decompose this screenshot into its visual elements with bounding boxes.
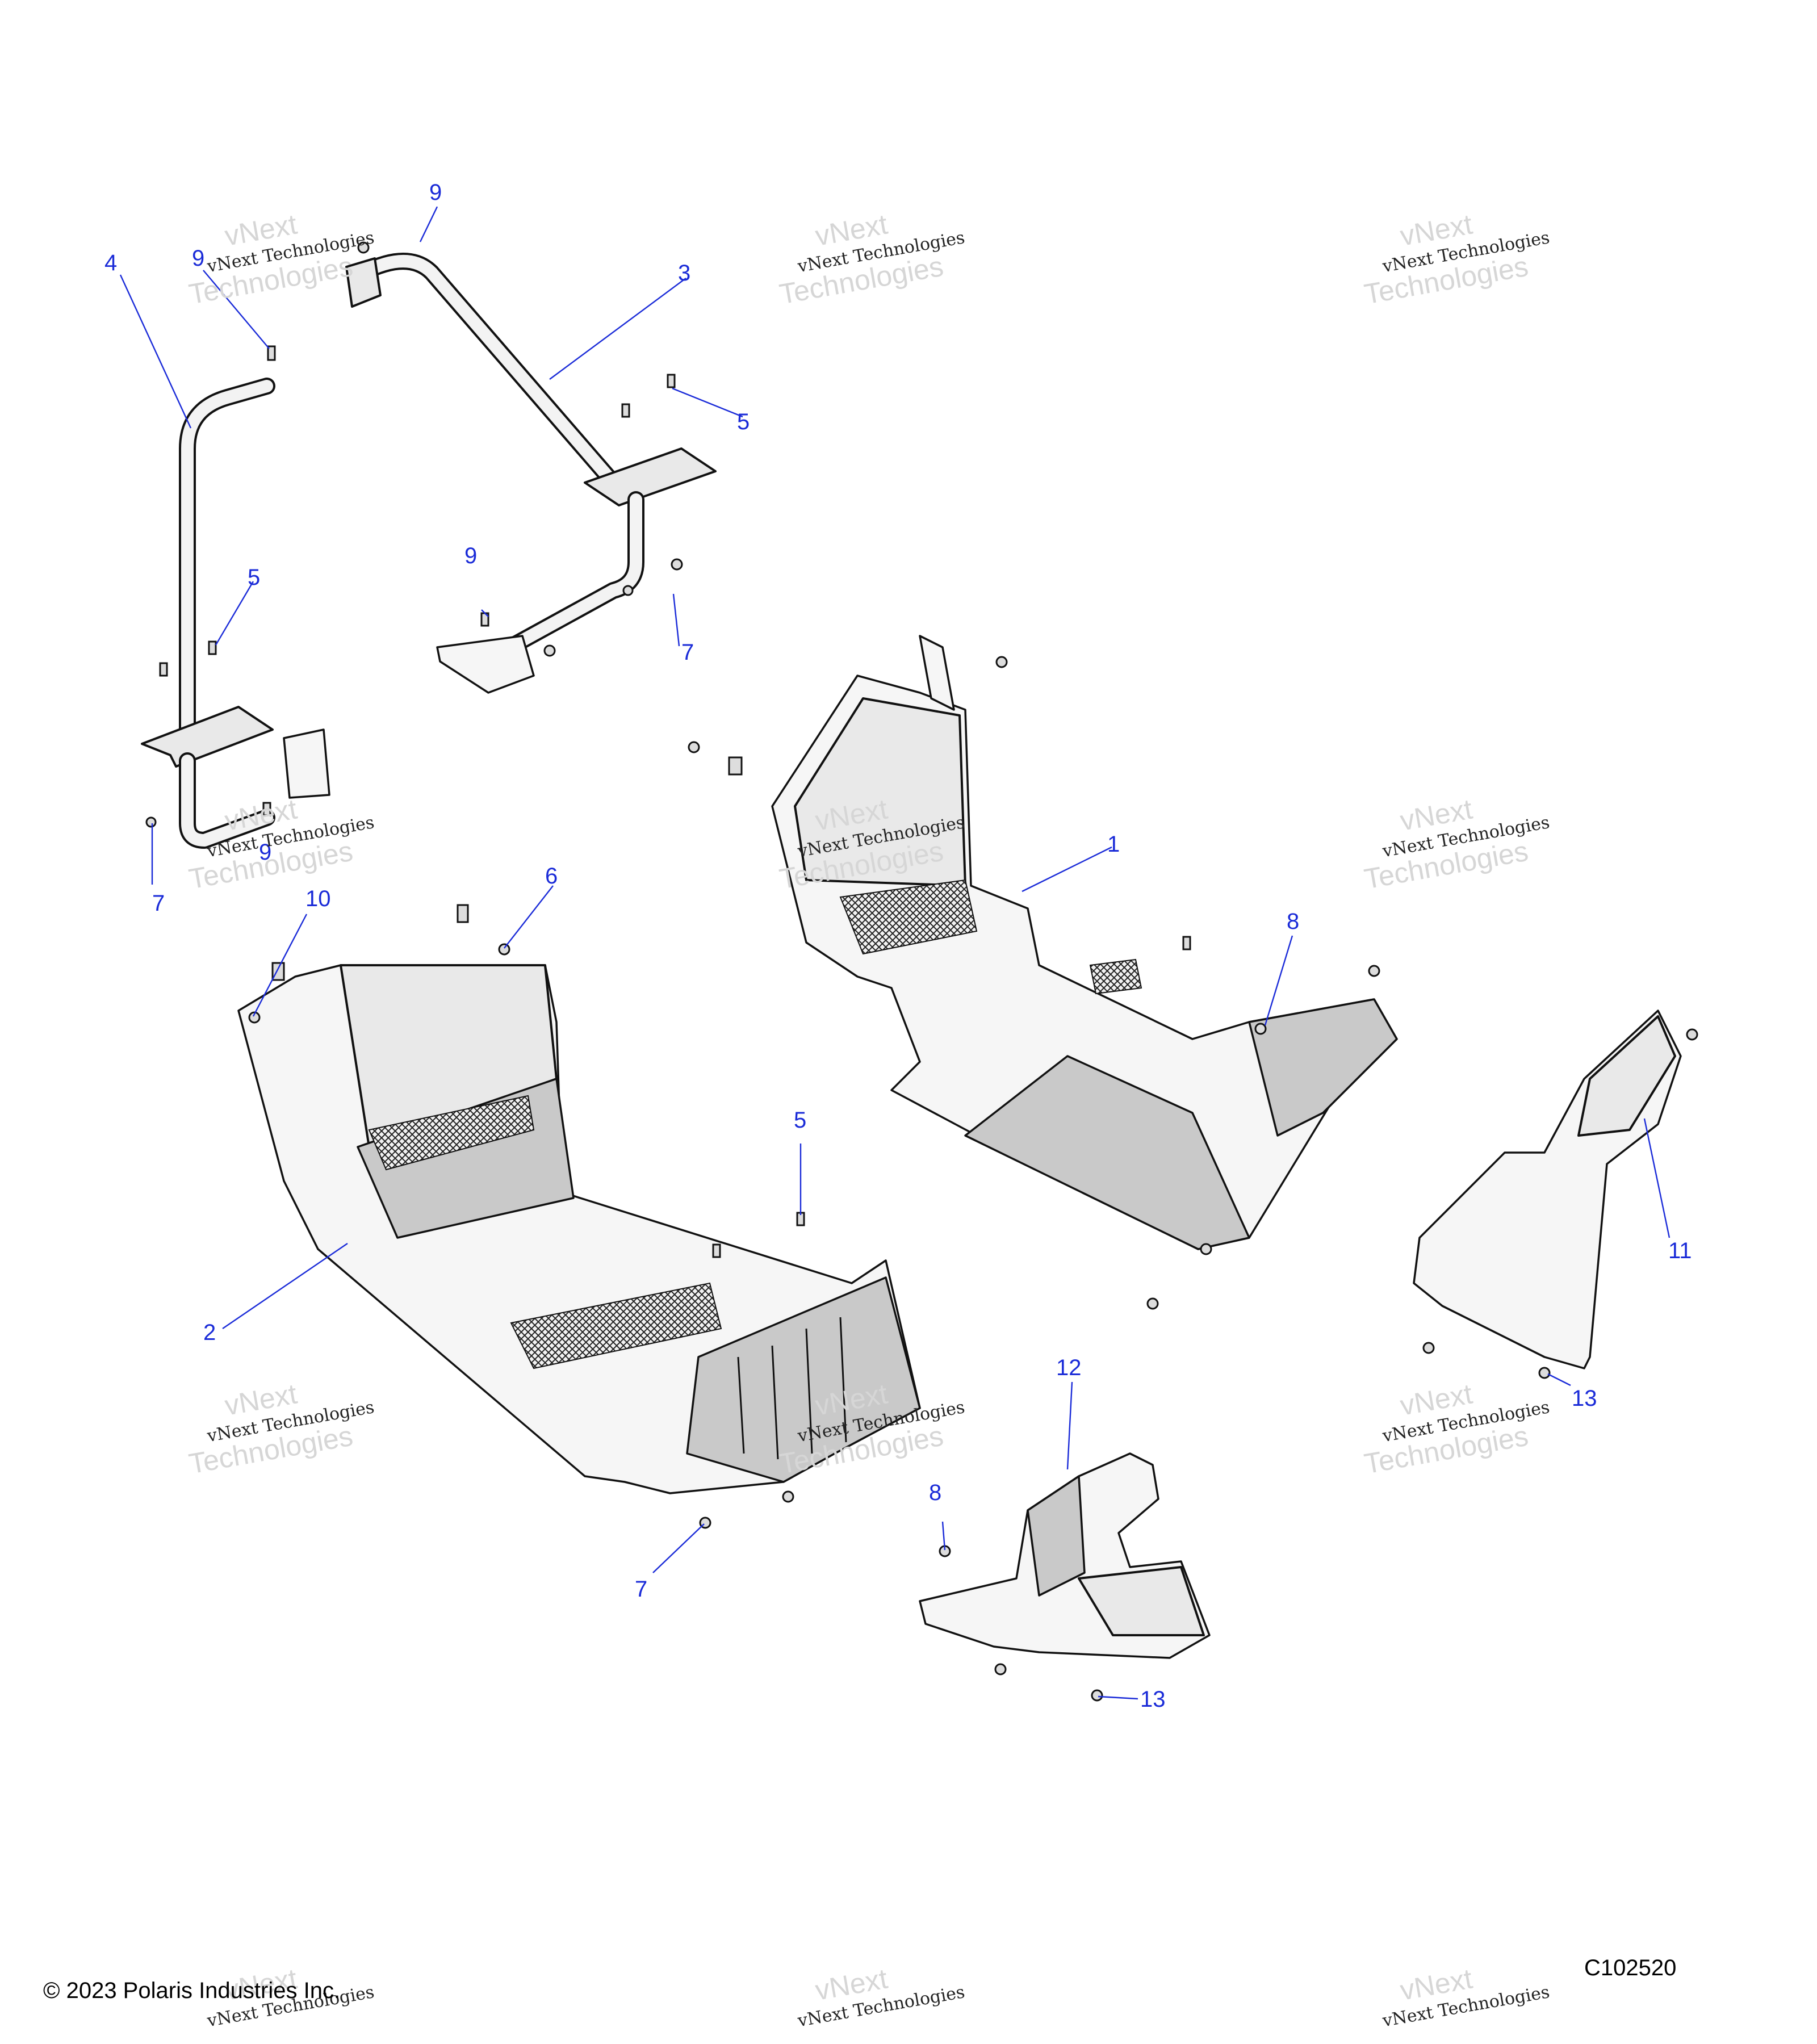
fastener (498, 943, 510, 956)
callout-9-left: 9 (192, 246, 204, 271)
callout-9-mid: 9 (464, 543, 477, 568)
watermark: vNext vNext Technologies (1380, 1963, 1551, 2032)
fastener (267, 345, 276, 361)
callout-5-floor: 5 (794, 1108, 806, 1133)
fastener (1368, 965, 1380, 977)
fastener (1182, 936, 1191, 950)
copyright-notice: © 2023 Polaris Industries Inc. (43, 1978, 341, 2003)
fastener (248, 1011, 261, 1024)
callout-5-left: 5 (248, 565, 260, 590)
callout-12: 12 (1056, 1355, 1082, 1380)
watermark: vNext vNext Technologies Technologies (186, 1378, 375, 1480)
callout-5-top: 5 (737, 409, 750, 434)
fastener (994, 1663, 1007, 1676)
fastener (208, 640, 217, 655)
fastener (621, 403, 630, 418)
part-2-left-floor (237, 964, 921, 1494)
callout-9-lower: 9 (259, 840, 271, 865)
fastener (1422, 1342, 1435, 1354)
part-11-right-panel (1413, 1010, 1682, 1369)
callout-10: 10 (305, 886, 331, 911)
fastener (782, 1490, 794, 1503)
callout-7-top: 7 (681, 640, 694, 665)
fastener (543, 644, 556, 657)
callout-6: 6 (545, 864, 558, 889)
callout-4: 4 (104, 250, 117, 275)
fastener (1254, 1023, 1267, 1035)
fastener (728, 756, 743, 776)
fastener (1686, 1028, 1698, 1041)
watermark: vNext vNext Technologies Technologies (1362, 1378, 1551, 1480)
fastener (995, 656, 1008, 668)
callout-13-right: 13 (1572, 1386, 1597, 1411)
callout-7-bottom: 7 (635, 1577, 647, 1602)
fastener (1538, 1367, 1551, 1379)
callout-7-left: 7 (152, 891, 165, 916)
fastener (1146, 1297, 1159, 1310)
watermark: vNext vNext Technologies Technologies (777, 208, 966, 311)
callout-11: 11 (1668, 1238, 1692, 1263)
fastener (357, 241, 370, 254)
part-3-right-grab-bar (345, 253, 717, 694)
watermark: vNext vNext Technologies Technologies (1362, 793, 1551, 895)
callout-1: 1 (1107, 832, 1120, 857)
fasteners (145, 241, 1698, 1702)
fastener (671, 558, 683, 571)
fastener (271, 962, 285, 981)
watermark: vNext vNext Technologies (796, 1963, 966, 2032)
callout-8-right: 8 (1287, 909, 1299, 934)
callout-labels: 1 2 3 4 5 5 5 6 7 7 7 8 8 9 9 9 9 10 11 … (104, 180, 1692, 1712)
fastener (712, 1243, 721, 1258)
fastener (457, 904, 469, 923)
leader-lines (119, 206, 1671, 1700)
callout-2: 2 (203, 1320, 216, 1345)
fastener (145, 816, 157, 828)
part-4-left-grab-bar (141, 378, 330, 849)
figure-id: C102520 (1584, 1955, 1677, 1980)
callout-8-bottom: 8 (929, 1480, 941, 1505)
fastener (667, 374, 676, 388)
callout-3: 3 (678, 261, 690, 286)
fastener (622, 585, 634, 596)
fastener (1091, 1689, 1103, 1702)
fastener (688, 741, 700, 753)
fastener (1200, 1243, 1212, 1255)
callout-13-bottom: 13 (1140, 1687, 1166, 1712)
fastener (262, 802, 271, 816)
watermark: vNext vNext Technologies Technologies (1362, 208, 1551, 311)
watermark: vNext vNext Technologies (205, 1963, 376, 2032)
fastener (159, 662, 168, 677)
part-12-center-closeout (919, 1452, 1211, 1659)
part-1-right-floor (771, 635, 1398, 1250)
callout-9-top: 9 (429, 180, 442, 205)
